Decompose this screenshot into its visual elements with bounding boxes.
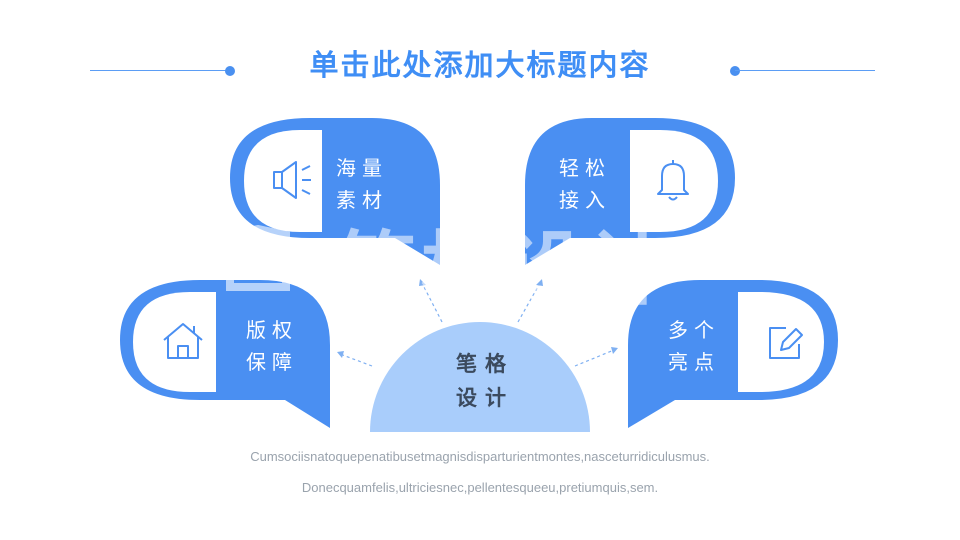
title-line-left — [90, 70, 230, 71]
petal-top-left-line2: 素材 — [336, 188, 388, 212]
petal-right-inner — [738, 292, 824, 392]
petal-top-left-label: 海量 素材 — [330, 152, 394, 216]
petal-top-right-inner — [630, 130, 718, 232]
arrow-to-right — [574, 349, 615, 367]
caption-line-2: Donecquamfelis,ultriciesnec,pellentesque… — [301, 480, 659, 495]
caption-line-1: Cumsociisnatoquepenatibusetmagnisdispart… — [250, 449, 710, 464]
title-line-right — [735, 70, 875, 71]
arrowhead-right — [611, 347, 618, 354]
petal-left-line2: 保障 — [246, 350, 298, 374]
petal-top-right-label: 轻松 接入 — [553, 152, 617, 216]
petal-right-line2: 亮点 — [668, 350, 720, 374]
center-label: 笔格 设计 — [440, 347, 530, 415]
speaker-icon — [273, 161, 311, 199]
petal-top-right-line2: 接入 — [559, 188, 611, 212]
arrowhead-top-right — [536, 279, 543, 286]
petal-right-line1: 多个 — [668, 318, 720, 342]
center-line2: 设计 — [456, 386, 514, 410]
center-line1: 笔格 — [456, 352, 514, 376]
petal-top-left-line1: 海量 — [336, 156, 388, 180]
petal-left-inner — [133, 292, 216, 392]
arrow-to-top-left — [421, 282, 443, 323]
petal-left-label: 版权 保障 — [240, 314, 304, 378]
home-icon — [163, 323, 203, 359]
bell-icon — [657, 160, 689, 201]
petal-right-label: 多个 亮点 — [662, 314, 726, 378]
page-title: 单击此处添加大标题内容 — [309, 48, 651, 82]
edit-icon — [769, 327, 803, 359]
center-semicircle — [370, 322, 590, 432]
petal-top-right-line1: 轻松 — [559, 156, 611, 180]
petal-left-line1: 版权 — [246, 318, 298, 342]
arrow-to-left — [339, 353, 373, 367]
arrow-to-top-right — [517, 282, 541, 323]
arrowhead-top-left — [419, 279, 426, 286]
title-dot-right — [730, 66, 740, 76]
title-dot-left — [225, 66, 235, 76]
arrowhead-left — [337, 351, 344, 358]
